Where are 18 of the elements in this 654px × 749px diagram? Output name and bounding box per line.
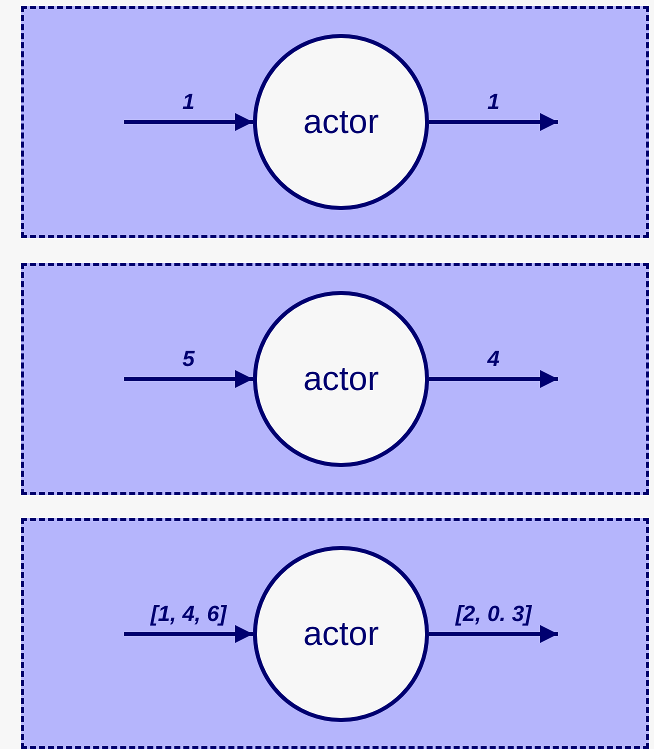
arrow xyxy=(429,370,558,388)
edge-label: 1 xyxy=(182,91,195,113)
arrow xyxy=(429,113,558,131)
node-label: actor xyxy=(303,617,379,651)
edge-label: 5 xyxy=(182,348,195,370)
arrow xyxy=(124,370,253,388)
arrow xyxy=(429,625,558,643)
arrow xyxy=(124,625,253,643)
node-label: actor xyxy=(303,105,379,139)
arrow xyxy=(124,113,253,131)
dashed-panel xyxy=(21,263,649,495)
dashed-panel xyxy=(21,6,649,238)
dashed-panel xyxy=(21,518,649,749)
node-label: actor xyxy=(303,362,379,396)
edge-label: 4 xyxy=(487,348,500,370)
edge-label: [1, 4, 6] xyxy=(150,603,226,625)
edge-label: 1 xyxy=(487,91,500,113)
edge-label: [2, 0. 3] xyxy=(456,603,532,625)
